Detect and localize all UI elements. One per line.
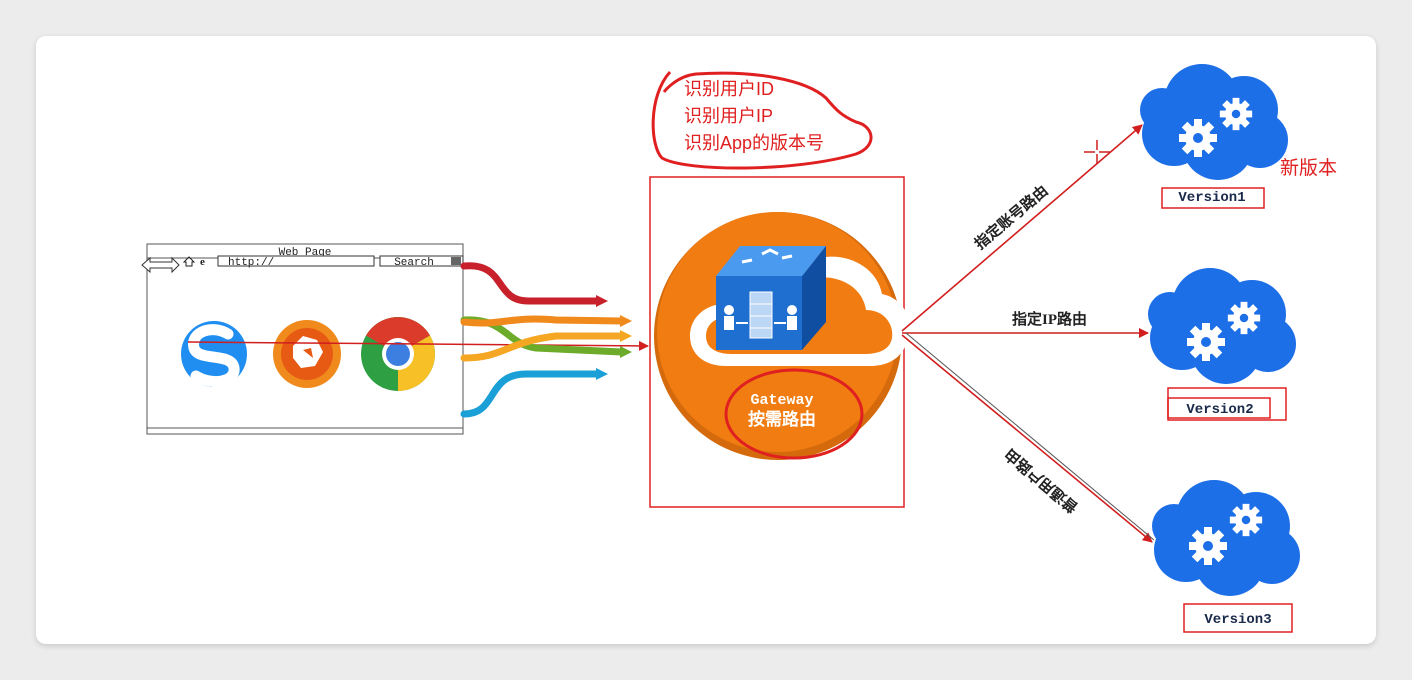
search-end-icon [451, 257, 461, 265]
cheetah-browser-icon [273, 320, 341, 388]
annotation-line-3: 识别App的版本号 [684, 133, 824, 153]
home-icon[interactable] [182, 256, 196, 267]
service-version2: Version2 [1148, 268, 1296, 421]
cloud-gear-icon [1152, 480, 1300, 596]
architecture-diagram: Web Page e http:// Search [141, 64, 1337, 633]
annotation-line-2: 识别用户IP [684, 106, 773, 126]
annotation-line-1: 识别用户ID [684, 79, 774, 99]
router-cube-icon [716, 246, 826, 350]
cloud-gear-icon [1140, 64, 1288, 180]
service-name: Version2 [1186, 402, 1253, 418]
gateway-sublabel: 按需路由 [748, 409, 816, 429]
url-text: http:// [228, 257, 274, 269]
route-label-ip: 指定IP路由 [1012, 310, 1087, 328]
search-label: Search [394, 257, 434, 269]
back-forward-icon[interactable] [141, 256, 180, 274]
service-version3: Version3 [1152, 480, 1300, 633]
annotation-bubble: 识别用户ID 识别用户IP 识别App的版本号 [651, 70, 873, 170]
diagram-card: Web Page e http:// Search [36, 36, 1376, 644]
refresh-icon[interactable]: e [200, 256, 205, 268]
service-name: Version3 [1204, 612, 1271, 628]
traffic-arrows [460, 262, 632, 418]
service-name: Version1 [1178, 190, 1245, 206]
route-label-normal: 普通用户路由 [1001, 445, 1082, 517]
cloud-gear-icon [1148, 268, 1296, 384]
browser-window: Web Page e http:// Search [141, 243, 649, 435]
sogou-browser-icon [181, 321, 247, 388]
route-arrows [901, 124, 1155, 543]
url-field[interactable] [217, 255, 375, 267]
cursor-crosshair-icon [1084, 140, 1110, 164]
new-version-note: 新版本 [1280, 157, 1337, 179]
service-version1: Version1 新版本 [1140, 64, 1337, 209]
search-button[interactable] [379, 255, 464, 267]
route-label-account: 指定账号路由 [971, 181, 1052, 253]
gateway-label: Gateway [750, 392, 813, 409]
chrome-icon [361, 317, 435, 391]
gateway-node: Gateway 按需路由 [649, 176, 910, 508]
